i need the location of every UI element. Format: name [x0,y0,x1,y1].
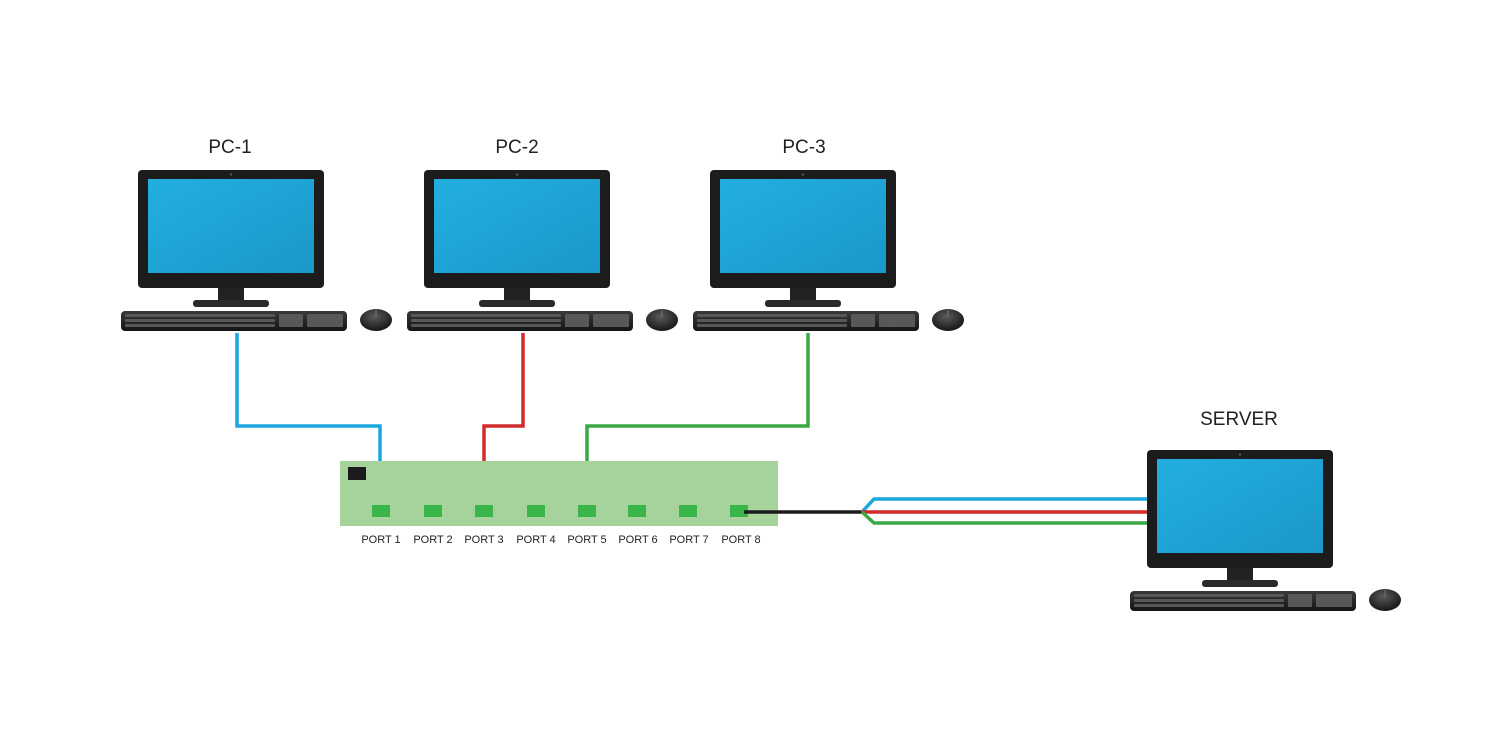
port-label-8: PORT 8 [721,534,760,546]
server-monitor-icon [1129,449,1402,612]
switch-ports [372,505,748,517]
network-switch: PORT 1 PORT 2 PORT 3 PORT 4 PORT 5 PORT … [340,461,778,546]
port-label-6: PORT 6 [618,534,657,546]
status-led-icon [348,467,366,480]
port-label-2: PORT 2 [413,534,452,546]
port-6[interactable] [628,505,646,517]
server-label: SERVER [1200,409,1278,430]
port-5[interactable] [578,505,596,517]
desktop-monitor-icon [120,169,393,332]
port-7[interactable] [679,505,697,517]
port-8[interactable] [730,505,748,517]
port-label-4: PORT 4 [516,534,555,546]
port-label-7: PORT 7 [669,534,708,546]
pc-2-label: PC-2 [495,137,538,158]
port-labels: PORT 1 PORT 2 PORT 3 PORT 4 PORT 5 PORT … [361,534,760,546]
pc-1-label: PC-1 [208,137,251,158]
pc-1[interactable]: PC-1 [120,137,393,332]
cable-port8-to-server [744,497,1150,525]
switch-body [340,461,778,526]
port-label-5: PORT 5 [567,534,606,546]
server[interactable]: SERVER [1129,409,1402,612]
desktop-monitor-icon [406,169,679,332]
port-2[interactable] [424,505,442,517]
pc-3[interactable]: PC-3 [692,137,965,332]
port-label-1: PORT 1 [361,534,400,546]
port-1[interactable] [372,505,390,517]
desktop-monitor-icon [692,169,965,332]
port-label-3: PORT 3 [464,534,503,546]
port-4[interactable] [527,505,545,517]
pc-3-label: PC-3 [782,137,825,158]
port-3[interactable] [475,505,493,517]
pc-2[interactable]: PC-2 [406,137,679,332]
